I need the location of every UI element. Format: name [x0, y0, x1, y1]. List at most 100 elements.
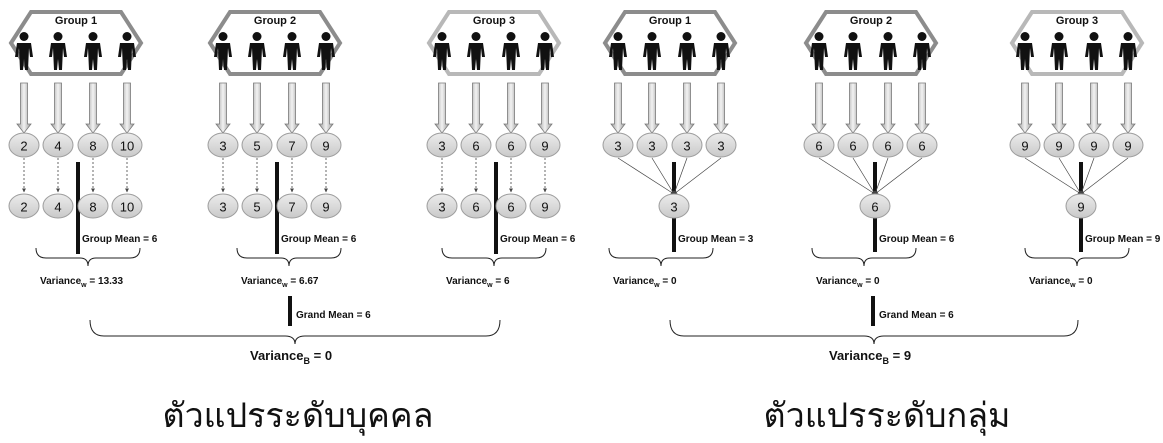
group-mean-node: 9	[529, 193, 561, 219]
score-node: 6	[872, 132, 904, 158]
variance-within-value: = 6.67	[288, 276, 319, 287]
variance-within-value: = 0	[863, 276, 880, 287]
group-mean-label: Group Mean = 9	[1085, 234, 1161, 245]
converge-arrow	[1080, 157, 1095, 195]
between-brace	[669, 319, 1079, 345]
score-node: 2	[8, 132, 40, 158]
score-node: 6	[495, 132, 527, 158]
value-label: 9	[541, 200, 548, 215]
value-label: 4	[54, 139, 61, 154]
value-label: 6	[815, 139, 822, 154]
down-arrow-icon	[811, 82, 827, 134]
person-icon	[712, 32, 730, 70]
value-label: 7	[288, 139, 295, 154]
variance-within-label: Variancew = 13.33	[40, 276, 123, 289]
down-arrow-icon	[914, 82, 930, 134]
score-node: 3	[636, 132, 668, 158]
down-arrow-icon	[468, 82, 484, 134]
subscript-w: w	[856, 282, 863, 289]
person-icon	[609, 32, 627, 70]
value-label: 9	[1077, 200, 1084, 215]
value-label: 9	[1090, 139, 1097, 154]
person-icon	[536, 32, 554, 70]
variance-between-label: VarianceB = 0	[250, 348, 332, 366]
value-label: 6	[849, 139, 856, 154]
score-node: 6	[906, 132, 938, 158]
group-hexagon	[803, 10, 939, 76]
variance-within-value: = 0	[660, 276, 677, 287]
group-title: Group 1	[649, 15, 691, 27]
down-arrow-icon	[880, 82, 896, 134]
score-node: 9	[1078, 132, 1110, 158]
variance-within-value: = 6	[493, 276, 510, 287]
value-label: 6	[918, 139, 925, 154]
individual-level-caption: ตัวแปรระดับบุคคล	[162, 396, 434, 436]
down-arrow-icon	[503, 82, 519, 134]
value-label: 10	[120, 139, 134, 154]
group-hexagon	[207, 10, 343, 76]
group-mean-label: Group Mean = 3	[678, 234, 754, 245]
group-title: Group 3	[1056, 15, 1098, 27]
down-arrow-icon	[16, 82, 32, 134]
group-mean-node: 6	[859, 193, 891, 219]
group-brace	[1024, 247, 1130, 267]
value-label: 5	[253, 139, 260, 154]
person-icon	[118, 32, 136, 70]
value-label: 6	[472, 139, 479, 154]
group-brace	[441, 247, 547, 267]
variance-within-label: Variancew = 6	[446, 276, 510, 289]
group-title: Group 1	[55, 15, 97, 27]
group-mean-node: 9	[310, 193, 342, 219]
value-label: 6	[472, 200, 479, 215]
value-label: 3	[438, 139, 445, 154]
value-label: 2	[20, 200, 27, 215]
value-label: 3	[648, 139, 655, 154]
value-label: 6	[884, 139, 891, 154]
value-label: 8	[89, 139, 96, 154]
value-label: 9	[1055, 139, 1062, 154]
value-label: 6	[507, 200, 514, 215]
converge-arrow	[1080, 157, 1129, 195]
group-mean-label: Group Mean = 6	[281, 234, 357, 245]
subscript-w: w	[486, 282, 493, 289]
down-arrow-icon	[434, 82, 450, 134]
group-mean-node: 3	[658, 193, 690, 219]
value-label: 9	[1124, 139, 1131, 154]
grand-mean-label: Grand Mean = 6	[296, 310, 371, 321]
group-mean-node: 6	[495, 193, 527, 219]
person-icon	[913, 32, 931, 70]
variance-word: Variance	[613, 276, 655, 287]
person-icon	[433, 32, 451, 70]
variance-within-value: = 0	[1076, 276, 1093, 287]
variance-between-value: = 9	[889, 348, 911, 363]
variance-word: Variance	[829, 348, 883, 363]
down-arrow-icon	[713, 82, 729, 134]
score-node: 10	[111, 132, 143, 158]
converge-arrow	[651, 157, 675, 195]
value-label: 3	[683, 139, 690, 154]
score-node: 3	[602, 132, 634, 158]
person-icon	[879, 32, 897, 70]
variance-word: Variance	[1029, 276, 1071, 287]
group-title: Group 3	[473, 15, 515, 27]
subscript-b: B	[304, 356, 311, 366]
group-mean-node: 9	[1065, 193, 1097, 219]
group-hexagon	[8, 10, 144, 76]
variance-word: Variance	[250, 348, 304, 363]
converge-arrow	[818, 157, 876, 195]
group-brace	[608, 247, 714, 267]
grand-mean-bar	[871, 296, 875, 326]
score-node: 7	[276, 132, 308, 158]
group-brace	[811, 247, 917, 267]
down-arrow-icon	[845, 82, 861, 134]
variance-within-label: Variancew = 0	[816, 276, 880, 289]
group-level-caption: ตัวแปรระดับกลุ่ม	[763, 396, 1011, 436]
value-label: 8	[89, 200, 96, 215]
score-node: 8	[77, 132, 109, 158]
score-node: 9	[1043, 132, 1075, 158]
score-node: 6	[837, 132, 869, 158]
